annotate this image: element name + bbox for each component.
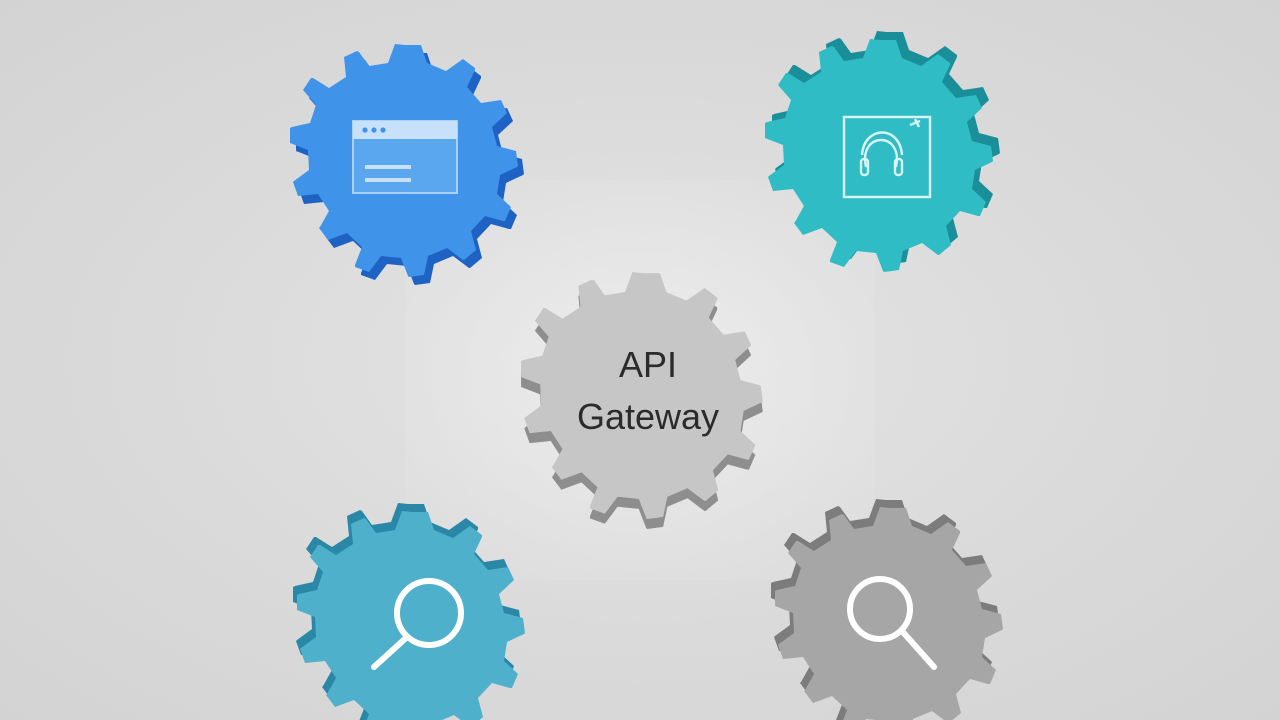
headset-support-icon bbox=[842, 115, 932, 199]
search-icon bbox=[847, 576, 937, 670]
gateway-label-line2: Gateway bbox=[577, 396, 719, 437]
search-icon bbox=[371, 578, 464, 670]
gear-bottom-right bbox=[771, 499, 1003, 720]
gear-top-right bbox=[765, 31, 1000, 272]
browser-window-icon bbox=[352, 120, 458, 194]
gear-api-gateway: API Gateway bbox=[521, 272, 763, 530]
gateway-label-line1: API bbox=[619, 344, 677, 385]
gear-top-left bbox=[290, 44, 524, 285]
gear-bottom-left bbox=[293, 503, 525, 720]
